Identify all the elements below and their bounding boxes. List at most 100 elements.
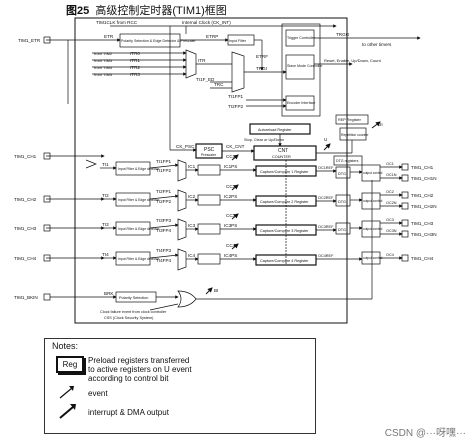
label-trgi: TRGI [256,66,267,71]
label-ch3-output: output control [363,227,383,231]
label-ch3-filter: Input Filter & Edge detector [118,227,160,231]
label-out-ch4: TIM1_CH4 [411,256,434,261]
figure-title: 图25 高级控制定时器(TIM1)框图 [66,2,227,18]
pin-in-ch2 [43,195,51,203]
label-ch2-dtg: DTG [338,200,346,204]
label-ti3fp3: TI3FP3 [156,218,172,223]
label-itr3: ITR3 [130,72,140,77]
label-tim1clk: TIM1CLK from RCC [96,20,138,25]
label-capcomp3: Capture/Compare 3 Register [260,229,309,233]
label-ck-psc: CK_PSC [176,144,195,149]
label-ck-int: Internal Clock (CK_INT) [182,20,231,25]
brk-or-gate [177,290,197,308]
label-ti1fp1-b: TI1FP1 [156,159,172,164]
dtg-registers-block [333,155,363,166]
label-ch2-filter: Input Filter & Edge detector [118,198,160,202]
label-ch3: TIM1_CH3 [14,226,37,231]
trgi-mux [231,51,245,93]
label-capcomp2: Capture/Compare 2 Register [260,200,309,204]
label-ch3-dtg: DTG [338,228,346,232]
label-oc2ref: OC2REF [318,196,334,200]
label-ui: UI [378,122,383,127]
label-ti3: TI3 [102,222,109,227]
label-polarity-etr: Polarity Selection & Edge Detector & Pre… [121,39,197,43]
notes-interrupt: interrupt & DMA output [88,408,169,417]
label-ch2: TIM1_CH2 [14,197,37,202]
label-oc1n: OC1N [386,173,397,177]
label-psc: PSC [204,147,215,153]
label-oc2n: OC2N [386,201,397,205]
label-cc1i: CC1I [226,154,236,159]
ic2-mux [177,189,187,212]
label-ck-cnt: CK_CNT [226,144,245,149]
label-slave-mode: Slave Mode Controller [287,64,323,68]
label-oc2: OC2 [386,190,394,194]
label-etr: ETR [104,34,114,39]
notes-reg-desc-1: Preload registers transferred [88,356,190,365]
label-trc: TRC [214,82,224,87]
label-out-ch2: TIM1_CH2 [411,193,434,198]
label-ch1-output: output control [363,171,383,175]
label-encoder-if: Encoder Interface [287,101,315,105]
ic3-mux [177,218,187,241]
label-trigger-ctrl: Trigger Controller [287,36,316,40]
label-cc3i: CC3I [226,213,236,218]
label-oc1ref: OC1REF [318,166,334,170]
watermark: CSDN @···呀嘿··· [384,428,466,439]
notes-title: Notes: [52,341,79,351]
label-ti1fp2: TI1FP2 [156,168,172,173]
label-etr-in: TIM1_ETR [18,38,41,43]
label-ic4: IC4 [188,253,196,258]
label-bi: BI [214,288,218,293]
label-ch4: TIM1_CH4 [14,256,37,261]
label-from-tim2: from TIM2 [94,51,113,56]
label-oc3ref: OC3REF [318,225,334,229]
pin-ch2 [401,191,409,199]
label-out-ch2n: TIM1_CH2N [411,204,437,209]
label-input-filter: Input Filter [229,39,247,43]
label-ic3ps: IC3PS [224,223,237,228]
pin-in-ch1 [43,152,51,160]
label-ti2: TI2 [102,193,109,198]
label-etrf: ETRF [256,54,268,59]
label-itr0: ITR0 [130,51,140,56]
rep-register-block [335,114,369,125]
pin-in-ch3 [43,224,51,232]
label-ic2: IC2 [188,194,196,199]
etr-polarity-block [119,33,181,48]
repetition-counter-block [339,127,367,141]
pin-ch3 [401,219,409,227]
label-stop-clear: Stop, Clear or Up/Down [244,138,284,142]
label-from-tim5: from TIM5 [94,72,113,77]
label-brk: BRK [104,291,114,296]
label-tif-ed: TI1F_ED [196,77,215,82]
label-cnt: CNT [278,148,288,154]
label-ic1ps: IC1PS [224,164,237,169]
label-rep-register: REP Register [338,118,362,122]
label-oc3: OC3 [386,218,394,222]
label-clock-fail: Clock failure event from clock controlle… [100,310,167,314]
label-ch4-filter: Input Filter & Edge detector [118,257,160,261]
label-out-ch1: TIM1_CH1 [411,165,434,170]
label-capcomp4: Capture/Compare 4 Register [260,259,309,263]
label-ic4ps: IC4PS [224,253,237,258]
label-from-tim3: from TIM3 [94,58,113,63]
ch4-prescaler [197,253,221,265]
label-capcomp1: Capture/Compare 1 Register [260,170,309,174]
label-ti3fp4: TI3FP4 [156,228,172,233]
pin-ch1 [401,163,409,171]
slave-mode-block [285,54,315,80]
label-itr: ITR [198,58,206,63]
label-ti1: TI1 [102,162,109,167]
ic1-mux [177,159,187,182]
pin-ch2n [401,202,409,210]
timer-boundary [74,17,348,324]
ch1-prescaler [197,164,221,176]
label-oc1: OC1 [386,162,394,166]
label-from-tim4: from TIM4 [94,65,113,70]
label-ti1fp1: TI1FP1 [228,94,244,99]
label-ti2fp1: TI2FP1 [156,189,172,194]
label-ch1-dtg: DTG [338,172,346,176]
label-ch1: TIM1_CH1 [14,154,37,159]
label-to-other: to other timers [362,42,392,47]
